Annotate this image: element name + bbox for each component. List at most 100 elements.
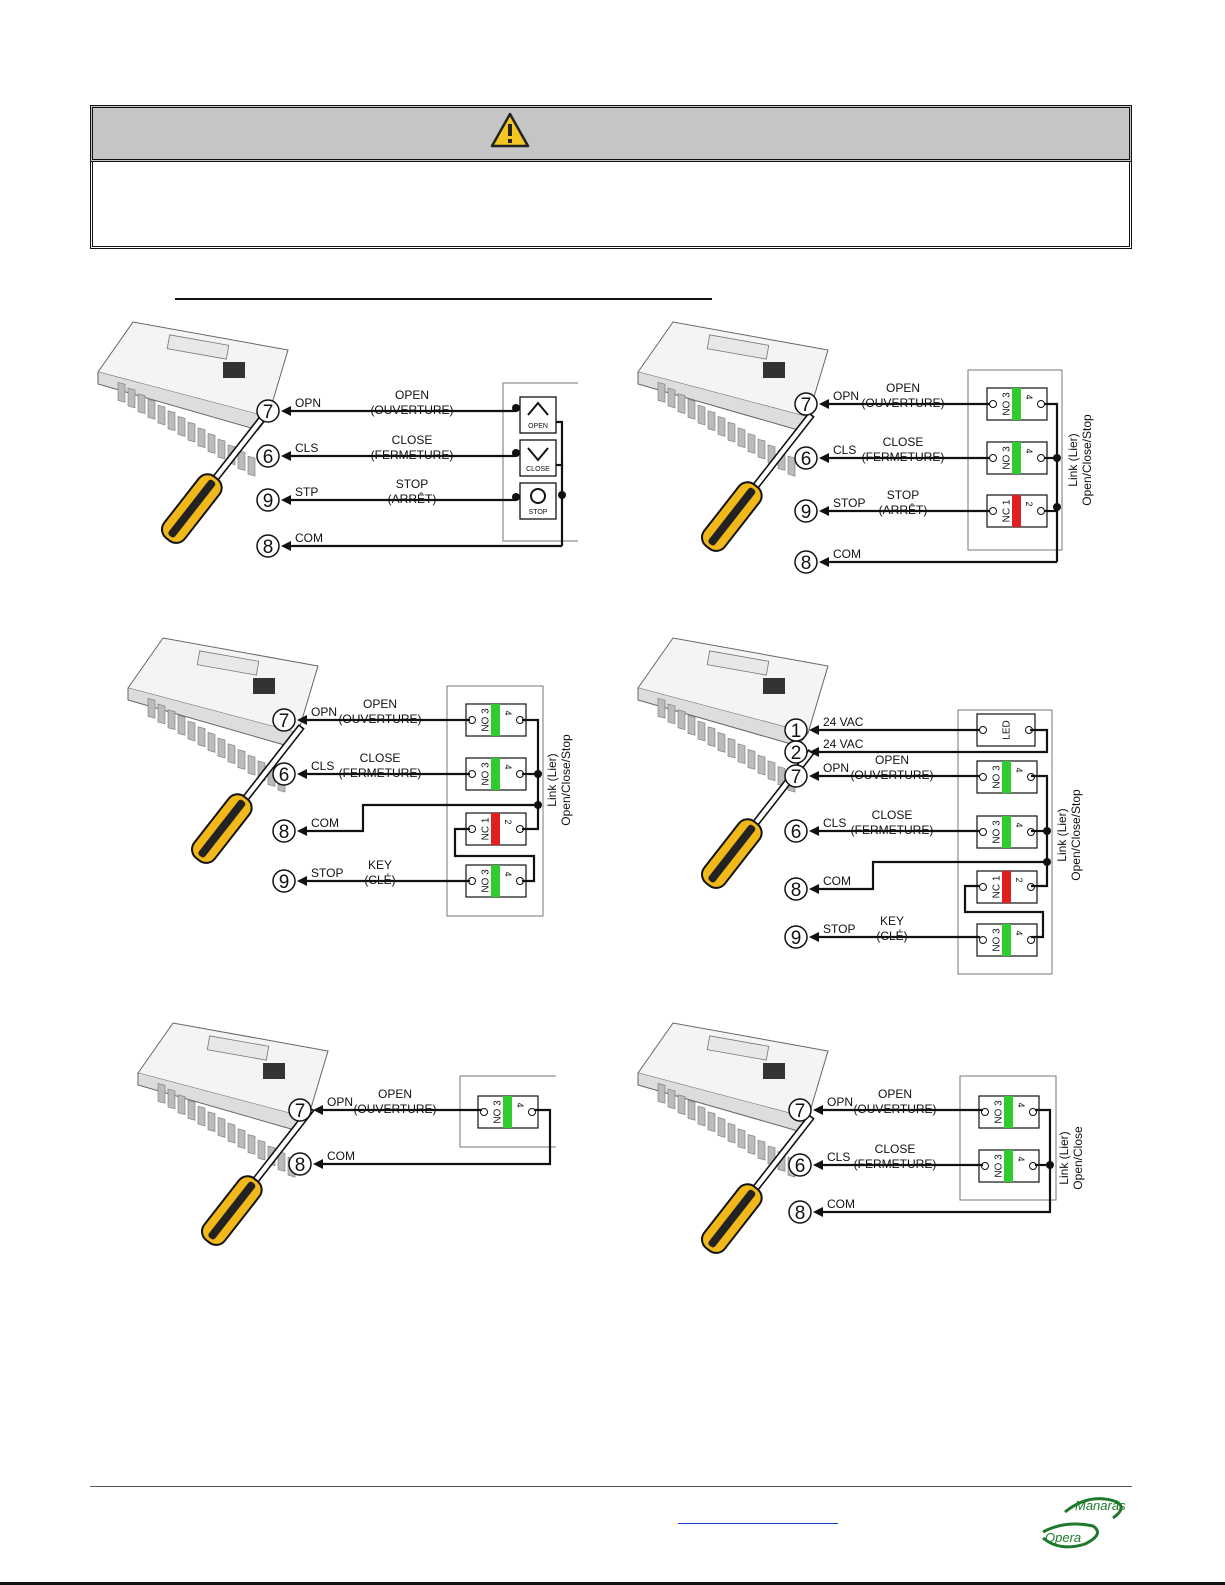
terminal-number: 6 [263,447,274,468]
terminal-block [157,1082,166,1104]
contact-pin: 4 [503,764,513,769]
arrow-head [809,747,819,757]
chip [706,1035,770,1061]
terminal-circle [784,764,808,788]
contact-pin: 4 [503,710,513,715]
contact-type: NO 3 [992,765,1003,789]
function-label-fr: (ARRÊT) [879,502,928,517]
contact-pin: 4 [1016,1156,1026,1161]
function-label-fr: (CLÉ) [364,872,395,887]
link-label: Link (Lier) [545,753,559,806]
link-label: Link (Lier) [1066,433,1080,486]
terminal-code: CLS [311,759,334,773]
warning-body [90,161,1132,249]
arrow-head [281,495,291,505]
contact-type: NO 3 [481,869,492,893]
arrow-head [297,769,307,779]
terminal-circle [256,534,280,558]
chip [166,334,230,360]
terminal-block [207,433,216,454]
terminal-number: 8 [263,537,274,558]
arrow-head [313,1105,323,1115]
function-label: CLOSE [883,435,924,449]
terminal-code: STP [295,485,318,499]
arrow-head [809,725,819,735]
terminal-block [697,1105,706,1127]
terminal-block [727,1122,736,1144]
footer-link[interactable] [678,1523,838,1524]
contact-type: NC 1 [481,817,492,840]
contact-indicator [491,865,500,897]
contact-type: NO 3 [992,928,1003,952]
controller-board [637,321,829,477]
contact-pin: 4 [515,1102,525,1107]
screwdriver-grip [208,1181,256,1240]
contact-terminal [1037,400,1045,408]
station-outline [502,382,578,542]
terminal-code: STOP [311,866,343,880]
contact-type: NC 1 [992,875,1003,898]
stop-circle-icon [530,488,546,504]
contact-type: NO 3 [481,708,492,732]
led-label: LED [1002,720,1013,739]
footer-divider [90,1486,1132,1487]
terminal-number: 6 [791,822,802,843]
terminal-circle [788,1153,812,1177]
terminal-block [247,1134,256,1155]
contact-indicator [1012,495,1021,527]
contact-indicator [1002,871,1011,903]
contact-terminal [989,454,997,462]
terminal-circle [788,1098,812,1122]
function-label: CLOSE [872,808,913,822]
contact-type: NO 3 [1002,392,1013,416]
junction-dot [534,770,542,778]
connector [263,1063,285,1079]
wire [556,420,564,546]
terminal-block [227,1122,236,1144]
relay-panel-outline [957,709,1053,975]
relay-panel-outline [967,369,1063,551]
terminal-block [737,1128,746,1150]
contact-indicator [1002,761,1011,793]
terminal-block [677,709,686,730]
chip [706,334,770,360]
screwdriver-grip [168,479,216,538]
junction-dot [1053,454,1061,462]
screwdriver-icon [201,1105,315,1246]
function-label: STOP [887,488,919,502]
function-label: CLOSE [875,1142,916,1156]
link-label: Open/Close [1071,1126,1085,1190]
contact-pin: 4 [503,871,513,876]
terminal-number: 8 [795,1203,806,1224]
contact-terminal [1029,1108,1037,1116]
terminal-circle [256,488,280,512]
terminal-block [127,387,136,409]
terminal-code: COM [827,1197,855,1211]
terminal-block [257,1139,266,1161]
terminal-number: 7 [279,711,290,732]
contact-pin: 4 [1014,767,1024,772]
terminal-block [217,1117,226,1138]
terminal-block [137,393,146,414]
arrow-head [813,1160,823,1170]
terminal-block [207,1111,216,1133]
contact-type: NO 3 [992,820,1003,844]
terminal-circle [794,446,818,470]
terminal-code: COM [823,874,851,888]
contact-indicator [1002,816,1011,848]
arrow-head [297,826,307,836]
terminal-circle [256,399,280,423]
terminal-code: COM [833,547,861,561]
link-label: Open/Close/Stop [1080,414,1094,506]
contact-type: NC 1 [1002,499,1013,522]
contact-type: NO 3 [1002,446,1013,470]
function-label: OPEN [363,697,397,711]
screwdriver-grip [708,824,756,883]
